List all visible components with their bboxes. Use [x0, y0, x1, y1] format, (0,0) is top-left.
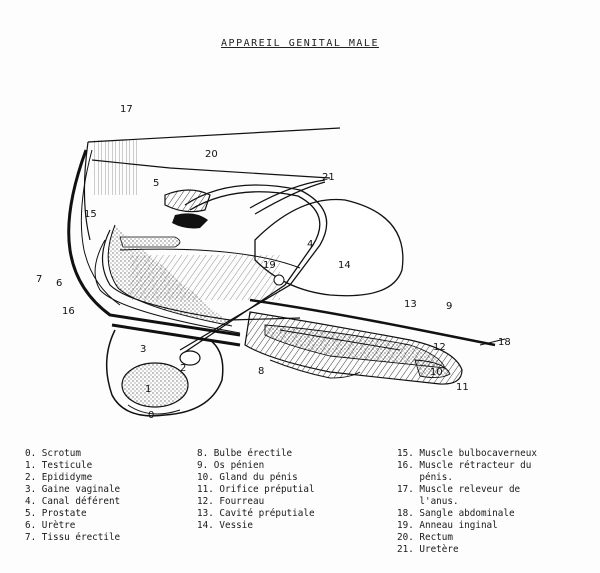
legend-entry: 8. Bulbe érectile: [197, 448, 293, 459]
ureter-and-duct: [179, 179, 328, 355]
retractor-muscle: [111, 323, 241, 347]
legend-entry: 14. Vessie: [197, 520, 253, 531]
callout-number: 15: [84, 209, 97, 220]
callout-number: 14: [338, 260, 351, 271]
callout-number: 21: [322, 172, 335, 183]
legend-entry: pénis.: [397, 472, 453, 483]
legend-entry: 18. Sangle abdominale: [397, 508, 515, 519]
legend-entry: 10. Gland du pénis: [197, 472, 298, 483]
callout-number: 9: [446, 301, 452, 312]
callout-number: 7: [36, 274, 42, 285]
callout-number: 2: [180, 363, 186, 374]
pelvic-outline: [67, 149, 241, 337]
legend-entry: 9. Os pénien: [197, 460, 265, 471]
callout-number: 12: [433, 342, 446, 353]
callout-number: 5: [153, 178, 159, 189]
legend-entry: 15. Muscle bulbocaverneux: [397, 448, 537, 459]
callout-number: 20: [205, 149, 218, 160]
legend-entry: 11. Orifice préputial: [197, 484, 315, 495]
callout-number: 0: [148, 410, 154, 421]
callout-number: 19: [263, 260, 276, 271]
legend-entry: 7. Tissu érectile: [25, 532, 121, 543]
inguinal-ring: [273, 274, 285, 286]
legend-entry: 6. Urètre: [25, 520, 76, 531]
page-title: APPAREIL GENITAL MALE: [221, 38, 379, 49]
callout-number: 1: [145, 384, 151, 395]
rectum-shape: [83, 127, 341, 241]
callout-number: 17: [120, 104, 133, 115]
callout-number: 3: [140, 344, 146, 355]
legend-entry: 3. Gaine vaginale: [25, 484, 121, 495]
callout-number: 11: [456, 382, 469, 393]
callout-number: 6: [56, 278, 62, 289]
legend-entry: 13. Cavité préputiale: [197, 508, 315, 519]
bladder-shape: [254, 198, 404, 297]
callout-number: 4: [307, 239, 313, 250]
legend-entry: 17. Muscle releveur de: [397, 484, 521, 495]
legend-entry: 2. Epididyme: [25, 472, 93, 483]
legend-entry: 12. Fourreau: [197, 496, 265, 507]
urethra-curve: [94, 224, 301, 334]
legend-entry: 0. Scrotum: [25, 448, 81, 459]
legend-entry: 16. Muscle rétracteur du: [397, 460, 532, 471]
callout-number: 13: [404, 299, 417, 310]
penis-shape: [244, 298, 506, 385]
prostate-shape: [164, 189, 211, 229]
legend-entry: 20. Rectum: [397, 532, 453, 543]
callout-number: 10: [430, 367, 443, 378]
callout-number: 16: [62, 306, 75, 317]
legend-entry: 21. Uretère: [397, 544, 459, 555]
legend-entry: 19. Anneau inginal: [397, 520, 498, 531]
legend-entry: 5. Prostate: [25, 508, 87, 519]
legend-entry: l'anus.: [397, 496, 459, 507]
callout-number: 18: [498, 337, 511, 348]
callout-number: 8: [258, 366, 264, 377]
legend-entry: 4. Canal déférent: [25, 496, 121, 507]
legend-entry: 1. Testicule: [25, 460, 93, 471]
scrotum-shape: [105, 329, 224, 417]
